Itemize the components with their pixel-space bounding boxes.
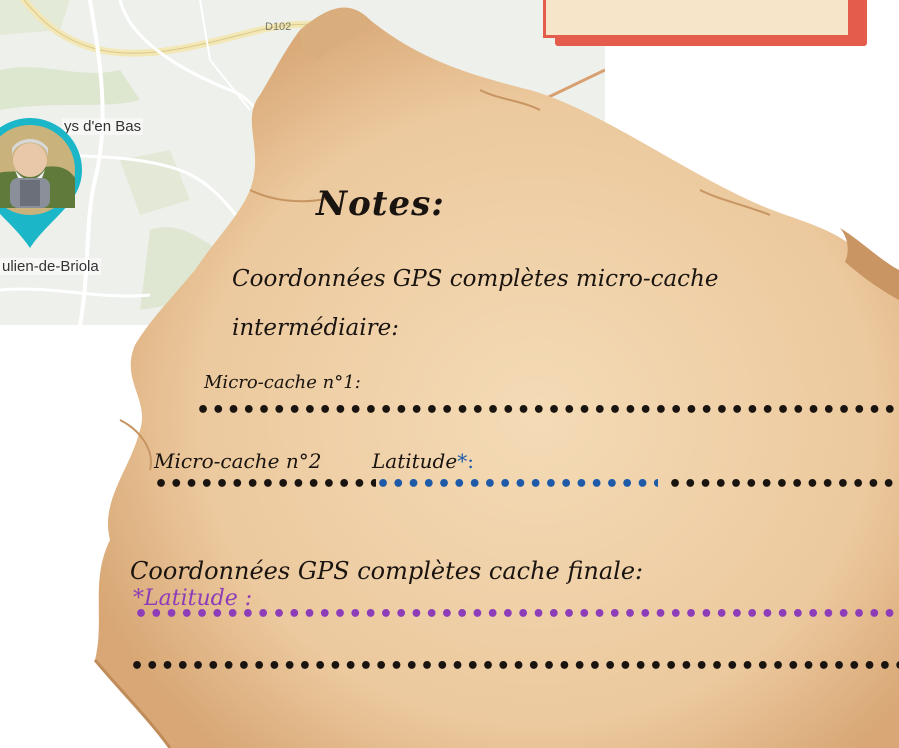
map-place-label: ulien-de-Briola [0, 258, 101, 275]
micro-cache-2-field[interactable]: •••••••••••••••••••••••••••••••••••• [154, 474, 376, 496]
final-longitude-field[interactable]: ••••••••••••••••••••••••••••••••••••••••… [130, 656, 899, 678]
latitude-required-mark: *: [457, 449, 474, 473]
final-latitude-field[interactable]: ••••••••••••••••••••••••••••••••••••••••… [272, 604, 899, 626]
avatar-map-pin-icon[interactable] [0, 108, 90, 258]
latitude-label: Latitude*: [372, 449, 474, 473]
micro-cache-1-label: Micro-cache n°1: [204, 372, 361, 393]
latitude-label-text: Latitude [372, 449, 458, 473]
gps-micro-heading-line2: intermédiaire: [232, 315, 399, 341]
micro-cache-1-field[interactable]: ••••••••••••••••••••••••••••••••••••••••… [196, 400, 899, 422]
final-cache-heading: Coordonnées GPS complètes cache finale: [130, 557, 644, 585]
final-latitude-label: *Latitude : [133, 586, 253, 611]
micro-cache-2-longitude-field[interactable]: •••••••••••••••••••••••••••••••••••••• [668, 474, 899, 496]
final-latitude-field-start[interactable]: •••••••••••••••••••••• [134, 604, 272, 626]
notes-title: Notes: [316, 184, 445, 224]
gps-micro-heading-line1: Coordonnées GPS complètes micro-cache [232, 266, 719, 292]
micro-cache-2-label: Micro-cache n°2 [154, 449, 322, 473]
micro-cache-2-latitude-field[interactable]: ••••••••••••••••••••••••••••••••••••••••… [376, 474, 658, 496]
